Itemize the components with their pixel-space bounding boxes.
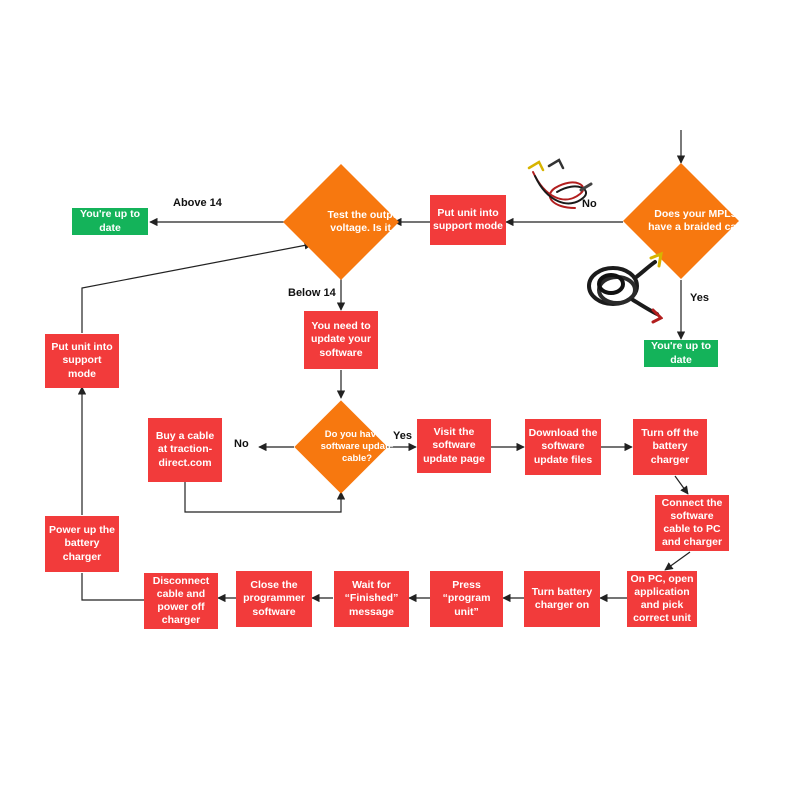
step-visit-page: Visit the software update page xyxy=(417,419,491,473)
label-no-braided: No xyxy=(582,198,597,210)
cable-braided-image xyxy=(587,251,663,324)
decision-braided-cable: Does your MPL50Li have a braided cable? xyxy=(623,163,758,279)
step-update-software: You need to update your software xyxy=(304,311,378,369)
step-connect-cable: Connect the software cable to PC and cha… xyxy=(655,495,729,551)
step-support-mode-top: Put unit into support mode xyxy=(430,195,506,245)
step-support-mode-left: Put unit into support mode xyxy=(45,334,119,388)
decision-software-cable-text: Do you have a software update cable? xyxy=(320,429,394,464)
step-power-up: Power up the battery charger xyxy=(45,516,119,572)
step-turn-off: Turn off the battery charger xyxy=(633,419,707,475)
step-press-program: Press “program unit” xyxy=(430,571,503,627)
up-to-date-right: You're up to date xyxy=(644,340,718,367)
label-below-14: Below 14 xyxy=(288,287,336,299)
step-close-software: Close the programmer software xyxy=(236,571,312,627)
decision-software-cable: Do you have a software update cable? xyxy=(294,400,393,494)
step-download: Download the software update files xyxy=(525,419,601,475)
decision-test-voltage-text: Test the output voltage. Is it... xyxy=(327,208,403,234)
decision-braided-cable-text: Does your MPL50Li have a braided cable? xyxy=(648,207,758,233)
label-yes-braided: Yes xyxy=(690,292,709,304)
label-above-14: Above 14 xyxy=(173,197,222,209)
step-open-app: On PC, open application and pick correct… xyxy=(627,571,697,627)
label-yes-cable: Yes xyxy=(393,430,412,442)
step-disconnect: Disconnect cable and power off charger xyxy=(144,573,218,629)
label-no-cable: No xyxy=(234,438,249,450)
cable-plain-image xyxy=(527,158,593,209)
up-to-date-left: You're up to date xyxy=(72,208,148,235)
step-buy-cable: Buy a cable at traction-direct.com xyxy=(148,418,222,482)
step-wait-finished: Wait for “Finished” message xyxy=(334,571,409,627)
step-turn-on: Turn battery charger on xyxy=(524,571,600,627)
decision-test-voltage: Test the output voltage. Is it... xyxy=(283,164,403,280)
